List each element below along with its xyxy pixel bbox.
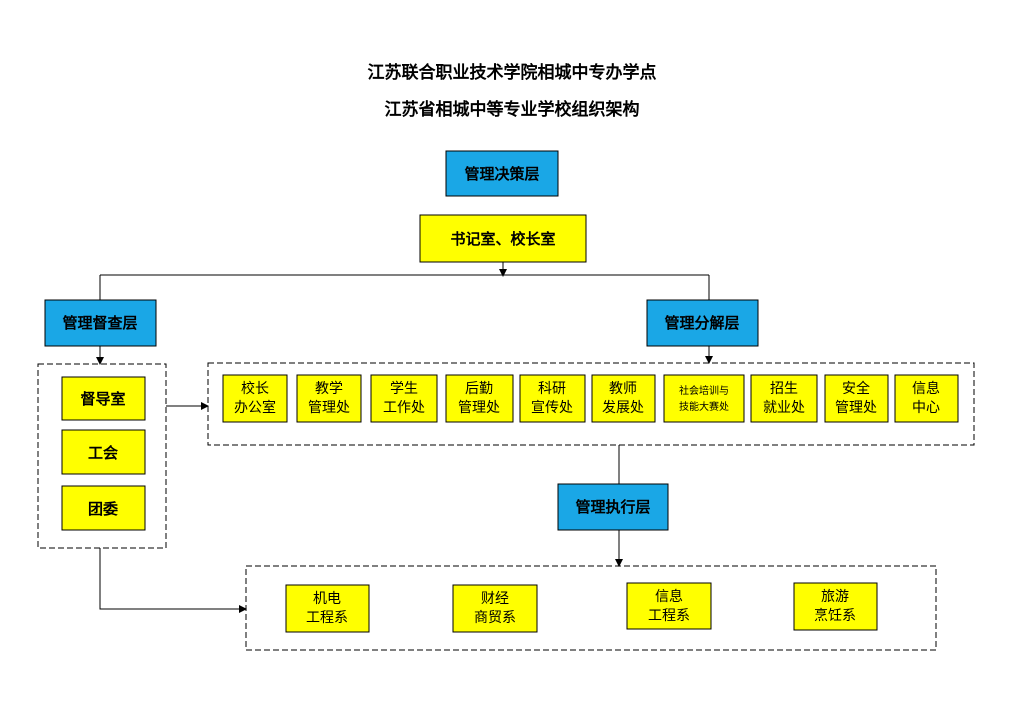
layer-supervision-box: 管理督查层: [44, 299, 157, 347]
department-label-3a: 学生: [390, 381, 418, 397]
department-label-5a: 科研: [538, 381, 566, 397]
connector-supervision-faculties: [99, 548, 247, 613]
department-box-6: 教师 发展处: [591, 374, 656, 423]
layer-supervision-label: 管理督查层: [62, 314, 137, 332]
department-label-8b: 就业处: [763, 400, 805, 416]
faculty-box-4: 旅游 烹饪系: [793, 582, 878, 631]
department-box-7: 社会培训与 技能大赛处: [663, 374, 745, 423]
supervision-group-frame: [37, 363, 167, 549]
department-label-10a: 信息: [912, 380, 940, 397]
faculty-label-1a: 机电: [313, 591, 341, 607]
department-label-9a: 安全: [842, 380, 870, 397]
faculty-label-4a: 旅游: [821, 589, 849, 605]
layer-execution-label: 管理执行层: [575, 498, 650, 516]
supervision-unit-label-1: 督导室: [80, 390, 125, 408]
department-label-10b: 中心: [912, 400, 940, 416]
layer-decision-box: 管理决策层: [445, 150, 559, 197]
faculty-label-2a: 财经: [481, 591, 509, 607]
department-box-4: 后勤 管理处: [445, 374, 514, 423]
faculties-group-frame: [245, 565, 937, 651]
faculty-label-3b: 工程系: [648, 608, 690, 624]
layer-division-box: 管理分解层: [646, 299, 759, 347]
department-box-3: 学生 工作处: [370, 374, 438, 423]
department-label-7b: 技能大赛处: [679, 400, 729, 413]
department-box-5: 科研 宣传处: [519, 374, 586, 423]
faculty-box-1: 机电 工程系: [285, 584, 370, 633]
supervision-unit-label-2: 工会: [88, 444, 118, 462]
department-label-2a: 教学: [315, 381, 343, 397]
department-label-2b: 管理处: [308, 400, 350, 416]
department-label-4a: 后勤: [465, 381, 493, 397]
connectors: [96, 262, 713, 613]
department-label-8a: 招生: [770, 381, 798, 397]
supervision-unit-box-3: 团委: [61, 485, 146, 531]
department-label-6a: 教师: [609, 381, 637, 397]
faculty-label-3a: 信息: [655, 588, 683, 605]
layer-execution-box: 管理执行层: [557, 483, 669, 531]
faculty-box-2: 财经 商贸系: [452, 584, 538, 633]
chart-title-line1: 江苏联合职业技术学院相城中专办学点: [368, 62, 657, 83]
departments-group-frame: [207, 362, 975, 446]
department-label-7a: 社会培训与: [679, 384, 729, 397]
department-box-10: 信息 中心: [894, 374, 959, 423]
faculty-label-4b: 烹饪系: [814, 607, 856, 624]
supervision-unit-label-3: 团委: [88, 500, 118, 518]
faculty-label-2b: 商贸系: [474, 610, 516, 626]
layer-division-label: 管理分解层: [664, 314, 739, 332]
department-box-2: 教学 管理处: [296, 374, 362, 423]
department-label-1b: 办公室: [234, 399, 276, 416]
department-box-1: 校长 办公室: [222, 374, 288, 423]
department-label-9b: 管理处: [835, 400, 877, 416]
department-box-8: 招生 就业处: [750, 374, 818, 423]
supervision-unit-box-1: 督导室: [61, 376, 146, 421]
department-label-4b: 管理处: [458, 400, 500, 416]
layer-decision-label: 管理决策层: [464, 165, 539, 183]
faculty-box-3: 信息 工程系: [626, 582, 712, 630]
department-label-6b: 发展处: [602, 400, 644, 416]
department-box-9: 安全 管理处: [824, 374, 889, 423]
leadership-label: 书记室、校长室: [450, 230, 555, 248]
supervision-unit-box-2: 工会: [61, 429, 146, 475]
chart-title-line2: 江苏省相城中等专业学校组织架构: [385, 99, 640, 120]
faculty-label-1b: 工程系: [306, 610, 348, 626]
leadership-box: 书记室、校长室: [419, 214, 587, 263]
department-label-1a: 校长: [241, 380, 269, 397]
department-label-5b: 宣传处: [531, 400, 573, 416]
department-label-3b: 工作处: [383, 400, 425, 416]
